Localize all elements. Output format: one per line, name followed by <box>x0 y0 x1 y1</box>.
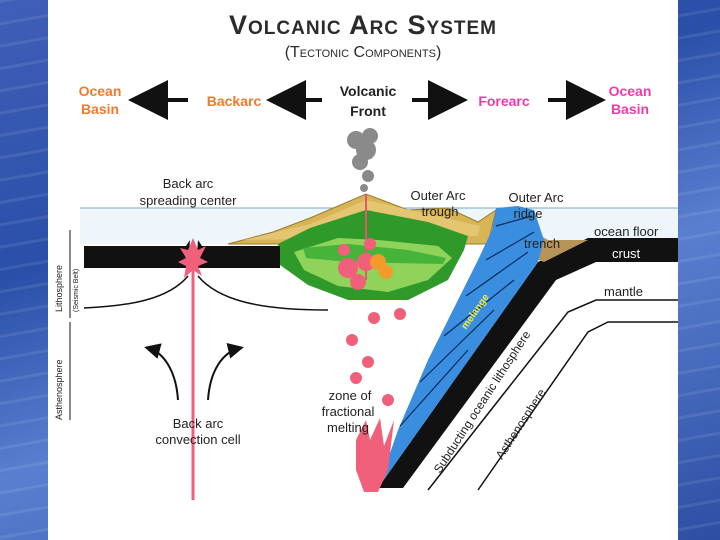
ocean-basin-left-label-1: Ocean <box>79 83 122 99</box>
wedge-thrust-faults <box>399 215 535 427</box>
backarc-label: Backarc <box>207 93 262 109</box>
crust-label: crust <box>612 246 641 261</box>
asthenosphere-left-label: Asthenosphere <box>54 359 64 420</box>
volcanic-front-label-2: Front <box>350 103 386 119</box>
outer-arc-trough-label-2: trough <box>422 204 459 219</box>
fractional-melting-label-1: zone of <box>329 388 372 403</box>
back-arc-spreading-center-label-2: spreading center <box>140 193 238 208</box>
back-arc-convection-cell-label-1: Back arc <box>173 416 224 431</box>
accretionary-wedge <box>378 206 544 488</box>
ocean-basin-right-label-1: Ocean <box>609 83 652 99</box>
outer-arc-ridge-label-1: Outer Arc <box>509 190 564 205</box>
magma-chamber-orange <box>370 254 393 279</box>
diagram-title: Volcanic Arc System <box>229 10 497 40</box>
ocean-basin-left-label-2: Basin <box>81 101 119 117</box>
ocean-basin-right-label-2: Basin <box>611 101 649 117</box>
rising-magma-blobs <box>346 308 406 406</box>
backarc-lithosphere-right <box>196 240 280 268</box>
lithosphere-sub-label: (Seismic Belt) <box>73 269 80 312</box>
volcanic-arc-diagram: Ocean Basin Backarc Volcanic Front Forea… <box>54 80 678 500</box>
back-arc-spreading-center-label-1: Back arc <box>163 176 214 191</box>
back-arc-convection-cell-label-2: convection cell <box>155 432 240 447</box>
ash-plume <box>347 128 378 192</box>
melting-zone <box>356 418 394 492</box>
outer-arc-trough-label-1: Outer Arc <box>411 188 466 203</box>
volcanic-front-label-1: Volcanic <box>340 83 397 99</box>
diagram-subtitle: (Tectonic Components) <box>284 44 442 61</box>
convection-arrow-left <box>144 343 179 401</box>
outer-arc-ridge-label-2: ridge <box>514 206 543 221</box>
mantle-lithosphere-base <box>427 299 678 491</box>
diagram-panel: Volcanic Arc System (Tectonic Components… <box>48 0 678 540</box>
fractional-melting-label-2: fractional <box>322 404 375 419</box>
spreading-center-magma <box>178 238 208 278</box>
backarc-lithosphere-left <box>84 240 190 268</box>
ocean-crust-right <box>378 238 678 488</box>
fractional-melting-label-3: melting <box>327 420 369 435</box>
convection-arrow-right <box>207 342 244 401</box>
lithosphere-label: Lithosphere <box>54 265 64 312</box>
lithosphere-base-right <box>197 275 329 311</box>
lithosphere-base-left <box>83 275 189 309</box>
trench-label: trench <box>524 236 560 251</box>
mantle-label: mantle <box>604 284 643 299</box>
forearc-label: Forearc <box>478 93 530 109</box>
asthenosphere-boundary <box>477 321 678 491</box>
ocean-floor-label: ocean floor <box>594 224 659 239</box>
magma-chamber <box>338 238 376 290</box>
